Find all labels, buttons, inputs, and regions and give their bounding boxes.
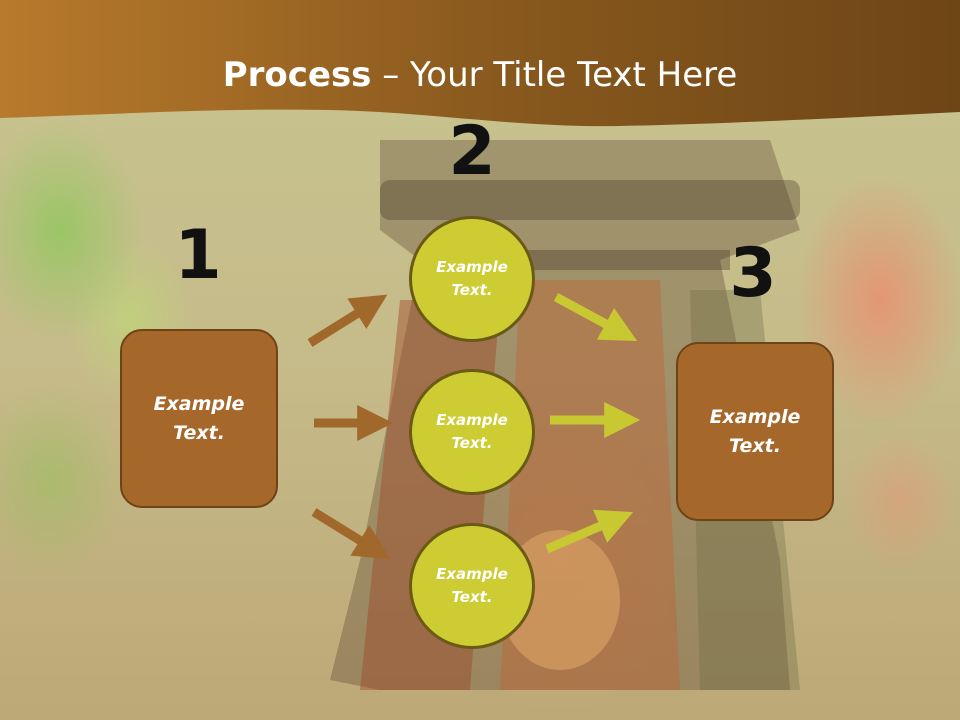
arrow-1-to-bottom	[311, 508, 391, 560]
circle-middle-label: Example Text.	[436, 411, 508, 452]
title-rest: – Your Title Text Here	[371, 55, 738, 95]
step-3-box: Example Text.	[676, 342, 834, 521]
step-1-label: Example Text.	[153, 392, 245, 444]
arrow-1-to-top	[307, 294, 388, 347]
slide-title: Process – Your Title Text Here	[0, 52, 960, 98]
title-bold: Process	[222, 55, 372, 95]
step-2-circle-bottom: Example Text.	[409, 523, 535, 649]
circle-bottom-label: Example Text.	[436, 565, 508, 606]
step-3-label: Example Text.	[709, 405, 801, 457]
step-number-1: 1	[174, 216, 222, 295]
step-number-2: 2	[448, 112, 496, 191]
step-1-box: Example Text.	[120, 329, 278, 508]
step-2-circle-top: Example Text.	[409, 216, 535, 342]
step-2-circle-middle: Example Text.	[409, 369, 535, 495]
step-number-3: 3	[729, 234, 777, 313]
arrow-bottom-to-3	[545, 509, 634, 554]
circle-top-label: Example Text.	[436, 258, 508, 299]
header-band	[0, 0, 960, 127]
arrow-top-to-3	[553, 293, 638, 342]
